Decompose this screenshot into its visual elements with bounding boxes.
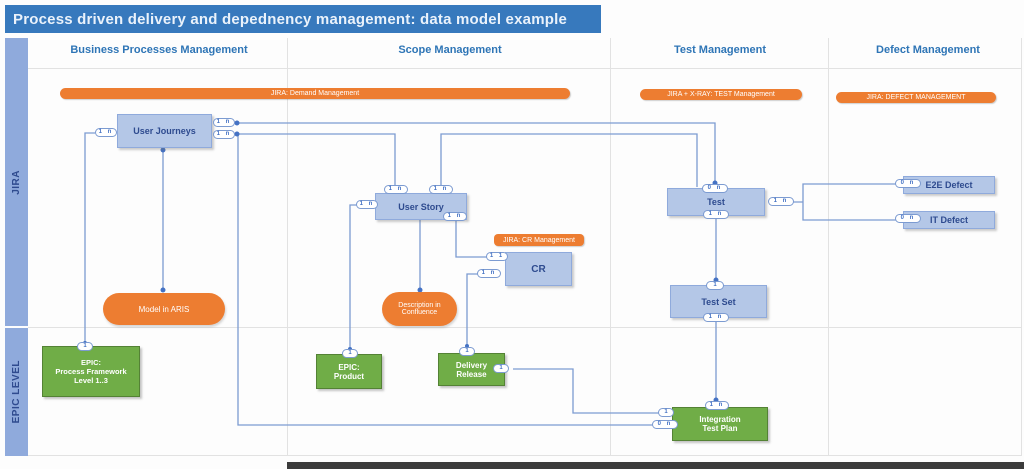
cardinality-pill-test-right: 1 n bbox=[768, 197, 794, 206]
column-header-scope: Scope Management bbox=[398, 44, 502, 56]
node-description-in-confluence[interactable]: Description in Confluence bbox=[382, 292, 457, 326]
connector-user-story-test bbox=[440, 133, 698, 187]
node-cr[interactable]: CR bbox=[505, 252, 572, 286]
cardinality-pill-uj-right-1: 1 n bbox=[213, 118, 235, 127]
connector-uj-epic-pf bbox=[84, 132, 95, 344]
cardinality-pill-cr-left-bottom: 1 n bbox=[477, 269, 501, 278]
banner-jira-defect-management[interactable]: JIRA: DEFECT MANAGEMENT bbox=[836, 92, 996, 103]
node-model-in-aris[interactable]: Model in ARIS bbox=[103, 293, 225, 325]
cardinality-pill-epic-pf-top: 1 bbox=[77, 342, 93, 351]
cardinality-pill-itp-left-bottom: 0 n bbox=[652, 420, 678, 429]
connector-user-story-epic-product bbox=[349, 204, 357, 350]
node-e2e-defect[interactable]: E2E Defect bbox=[903, 176, 995, 194]
page-title: Process driven delivery and depednency m… bbox=[5, 5, 601, 33]
cardinality-pill-cr-left-top: 1 1 bbox=[486, 252, 508, 261]
banner-jira-demand-management[interactable]: JIRA: Demand Management bbox=[60, 88, 570, 99]
cardinality-pill-uj-right-2: 1 n bbox=[213, 130, 235, 139]
cardinality-pill-us-top-1: 1 n bbox=[384, 185, 408, 194]
connector-endpoints bbox=[83, 120, 719, 428]
cardinality-pill-e2e-left: 0 n bbox=[895, 179, 921, 188]
connector-cr-delivery-release bbox=[466, 273, 478, 347]
cardinality-pill-us-top-2: 1 n bbox=[429, 185, 453, 194]
cardinality-pill-us-bottom-right: 1 n bbox=[443, 212, 467, 221]
connector-user-story-cr bbox=[455, 221, 487, 258]
cardinality-pill-test-set-bottom: 1 n bbox=[703, 313, 729, 322]
lane-jira: JIRA bbox=[5, 38, 28, 326]
cardinality-pill-epic-product-top: 1 bbox=[342, 349, 358, 358]
connector-uj-test bbox=[237, 122, 716, 185]
column-divider-3 bbox=[828, 38, 829, 455]
banner-jira-cr-management[interactable]: JIRA: CR Management bbox=[494, 234, 584, 246]
cardinality-pill-it-left: 0 n bbox=[895, 214, 921, 223]
bottom-divider bbox=[28, 455, 1022, 456]
bottom-window-edge bbox=[287, 462, 1024, 469]
cardinality-pill-test-top: 0 n bbox=[702, 184, 728, 193]
connector-delivery-release-itp bbox=[513, 368, 659, 414]
cardinality-pill-test-bottom: 1 n bbox=[703, 210, 729, 219]
banner-jira-xray-test-management[interactable]: JIRA + X-RAY: TEST Management bbox=[640, 89, 802, 100]
cardinality-pill-uj-left: 1 n bbox=[95, 128, 117, 137]
right-border bbox=[1021, 38, 1022, 455]
cardinality-pill-delivery-release-top: 1 bbox=[459, 347, 475, 356]
cardinality-pill-itp-top: 1 n bbox=[705, 401, 729, 410]
node-epic-product[interactable]: EPIC: Product bbox=[316, 354, 382, 389]
cardinality-pill-delivery-release-right: 1 bbox=[493, 364, 509, 373]
cardinality-pill-itp-left-top: 1 bbox=[658, 408, 674, 417]
connector-test-defects bbox=[791, 183, 896, 221]
column-header-business-processes: Business Processes Management bbox=[70, 44, 248, 56]
connector-uj-user-story bbox=[237, 133, 396, 187]
node-test-set[interactable]: Test Set bbox=[670, 285, 767, 318]
column-header-test: Test Management bbox=[673, 44, 767, 56]
column-divider-2 bbox=[610, 38, 611, 455]
header-divider bbox=[28, 68, 1022, 69]
row-divider bbox=[28, 327, 1022, 328]
node-integration-test-plan[interactable]: Integration Test Plan bbox=[672, 407, 768, 441]
column-header-defect: Defect Management bbox=[876, 44, 980, 56]
node-user-journeys[interactable]: User Journeys bbox=[117, 114, 212, 148]
node-epic-process-framework[interactable]: EPIC: Process Framework Level 1..3 bbox=[42, 346, 140, 397]
connector-uj-itp bbox=[237, 135, 656, 426]
column-divider-1 bbox=[287, 38, 288, 455]
cardinality-pill-us-left: 1 n bbox=[356, 200, 378, 209]
cardinality-pill-test-set-top: 1 bbox=[706, 281, 724, 290]
lane-epic-level: EPIC LEVEL bbox=[5, 328, 28, 456]
